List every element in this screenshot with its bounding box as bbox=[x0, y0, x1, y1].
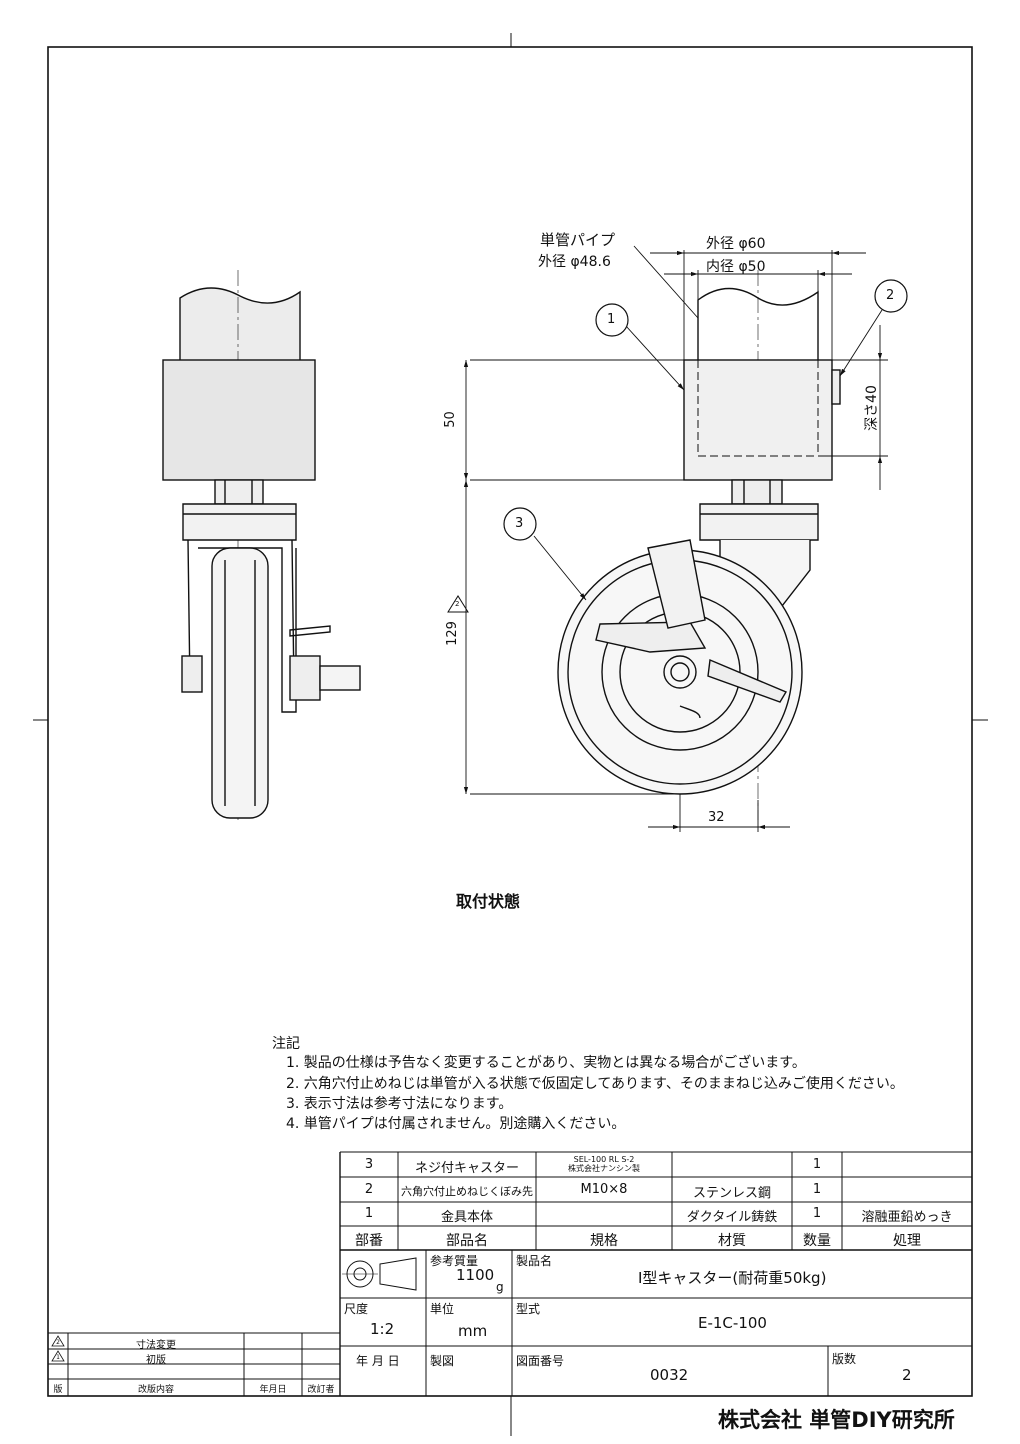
part-qty: 1 bbox=[812, 1206, 822, 1221]
front-view bbox=[557, 270, 841, 820]
part-no: 3 bbox=[364, 1157, 374, 1172]
revision-header-content: 改版内容 bbox=[137, 1385, 174, 1395]
balloon-2-label: 2 bbox=[886, 288, 895, 303]
scale-label: 尺度 bbox=[344, 1302, 369, 1316]
revision-content: 寸法変更 bbox=[136, 1340, 176, 1351]
edition-label: 版数 bbox=[832, 1352, 857, 1366]
revision-header-reviser: 改訂者 bbox=[307, 1385, 335, 1395]
header-finish: 処理 bbox=[893, 1233, 921, 1249]
part-no: 1 bbox=[364, 1206, 374, 1221]
note-item: 3. 表示寸法は参考寸法になります。 bbox=[286, 1096, 513, 1112]
part-qty: 1 bbox=[812, 1157, 822, 1172]
revision-mark-1: 1 bbox=[56, 1354, 60, 1361]
pipe-label: 単管パイプ bbox=[540, 231, 616, 249]
note-item: 4. 単管パイプは付属されません。別途購入ください。 bbox=[286, 1116, 626, 1132]
dim-129: 129 bbox=[444, 621, 460, 646]
part-qty: 1 bbox=[812, 1182, 822, 1197]
notes-title: 注記 bbox=[272, 1036, 300, 1052]
drawing-no-label: 図面番号 bbox=[516, 1354, 565, 1368]
inner-dia-label: 内径 φ50 bbox=[706, 259, 766, 275]
part-material: ダクタイル鋳鉄 bbox=[686, 1210, 778, 1225]
dim-depth: 深さ40 bbox=[863, 385, 880, 431]
drawing-frame bbox=[47, 46, 973, 1397]
revision-header-date: 年月日 bbox=[259, 1385, 287, 1395]
part-name: 六角穴付止めねじくぼみ先 bbox=[401, 1185, 533, 1198]
part-finish: 溶融亜鉛めっき bbox=[861, 1210, 953, 1225]
note-item: 2. 六角穴付止めねじは単管が入る状態で仮固定してあります、そのままねじ込みご使… bbox=[286, 1076, 904, 1092]
balloon-3-label: 3 bbox=[515, 516, 524, 531]
mass-unit: g bbox=[496, 1280, 504, 1294]
part-name: 金具本体 bbox=[440, 1210, 493, 1225]
unit-label: 単位 bbox=[430, 1302, 455, 1316]
header-spec: 規格 bbox=[590, 1233, 618, 1249]
revision-header-edition: 版 bbox=[53, 1385, 63, 1395]
balloon-2 bbox=[874, 279, 908, 313]
pipe-od-label: 外径 φ48.6 bbox=[538, 254, 611, 270]
model-label: 型式 bbox=[516, 1302, 541, 1316]
part-spec: M10×8 bbox=[580, 1182, 628, 1197]
dim-50: 50 bbox=[442, 411, 458, 428]
revision-mark-2: 2 bbox=[56, 1339, 60, 1346]
unit-value: mm bbox=[458, 1322, 488, 1340]
balloon-1-label: 1 bbox=[607, 312, 616, 327]
dim-32: 32 bbox=[708, 810, 725, 825]
revision-triangle bbox=[447, 595, 469, 613]
title-block-grid bbox=[48, 1151, 972, 1396]
side-view bbox=[162, 270, 361, 820]
revision-mark: 2 bbox=[455, 600, 460, 608]
drawing-no: 0032 bbox=[650, 1366, 689, 1384]
header-material: 材質 bbox=[718, 1233, 746, 1249]
mass-label: 参考質量 bbox=[430, 1254, 479, 1268]
balloon-3 bbox=[503, 507, 537, 541]
dimension-lines bbox=[463, 245, 888, 832]
note-item: 1. 製品の仕様は予告なく変更することがあり、実物とは異なる場合がございます。 bbox=[286, 1055, 806, 1071]
revision-content: 初版 bbox=[146, 1355, 166, 1366]
product-name: I型キャスター(耐荷重50kg) bbox=[638, 1269, 827, 1287]
drawn-label: 製図 bbox=[430, 1354, 455, 1368]
outer-dia-label: 外径 φ60 bbox=[706, 236, 766, 252]
mass-value: 1100 bbox=[456, 1266, 495, 1284]
part-spec: SEL-100 RL S-2 株式会社ナンシン製 bbox=[568, 1155, 640, 1173]
header-part-name: 部品名 bbox=[446, 1233, 488, 1249]
balloon-1 bbox=[595, 303, 629, 337]
balloons bbox=[503, 279, 908, 541]
scale-value: 1:2 bbox=[370, 1320, 395, 1338]
view-caption: 取付状態 bbox=[456, 892, 521, 911]
edition: 2 bbox=[902, 1366, 912, 1384]
product-label: 製品名 bbox=[516, 1254, 553, 1268]
date-label: 年 月 日 bbox=[356, 1354, 400, 1368]
part-no: 2 bbox=[364, 1182, 374, 1197]
header-qty: 数量 bbox=[803, 1233, 831, 1249]
company-name: 株式会社 単管DIY研究所 bbox=[718, 1408, 955, 1432]
header-part-no: 部番 bbox=[355, 1233, 383, 1249]
model-value: E-1C-100 bbox=[698, 1314, 767, 1332]
part-name: ネジ付キャスター bbox=[414, 1161, 519, 1176]
part-material: ステンレス鋼 bbox=[692, 1186, 771, 1201]
